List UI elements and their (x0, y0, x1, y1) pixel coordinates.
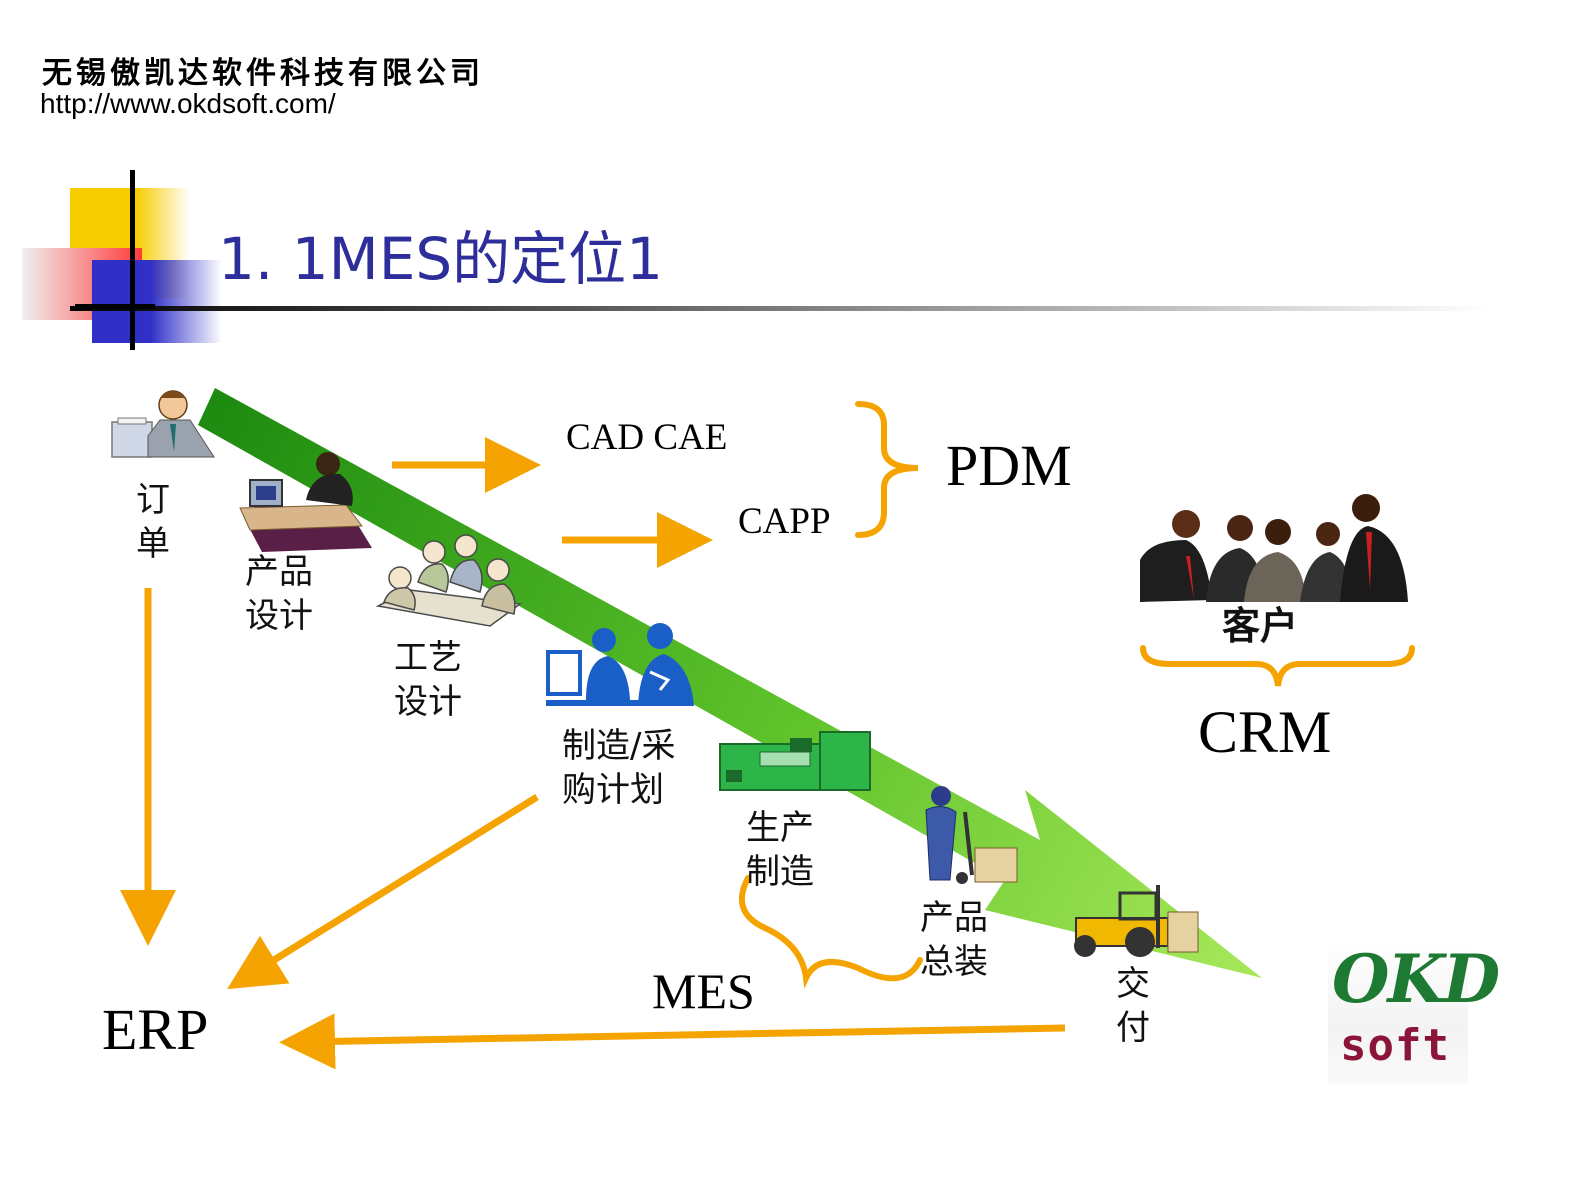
assembly-worker-icon (925, 786, 1018, 884)
slide-title: 1. 1MES的定位1 (218, 225, 664, 293)
pdm-brace (855, 401, 919, 538)
customers-group-icon (1140, 494, 1408, 602)
cad-cae-label: CAD CAE (566, 417, 728, 458)
erp-label: ERP (102, 997, 209, 1062)
arrow-delivery-to-erp (279, 1013, 1066, 1070)
product-designer-icon (239, 452, 372, 552)
order-clerk-icon (111, 390, 215, 458)
capp-label: CAPP (738, 501, 831, 542)
title-deco-horizontal-line (75, 304, 155, 309)
arrow-planning-to-erp (227, 794, 539, 990)
stage-assembly-label: 产品 总装 (920, 898, 988, 982)
logo-soft-text: soft (1340, 1020, 1450, 1071)
title-deco-vertical-line (130, 170, 135, 350)
mes-label: MES (652, 963, 755, 1019)
company-url: http://www.okdsoft.com/ (40, 88, 336, 119)
stage-planning-label: 制造/采 购计划 (562, 726, 676, 810)
planning-meeting-icon (546, 623, 694, 706)
stage-process-design-label: 工艺 设计 (394, 638, 462, 722)
pdm-label: PDM (946, 433, 1072, 498)
crm-label: CRM (1198, 699, 1332, 765)
stage-product-design-label: 产品 设计 (245, 552, 313, 636)
company-name: 无锡傲凯达软件科技有限公司 (42, 56, 484, 91)
crm-brace (1140, 645, 1415, 687)
delivery-forklift-icon (1074, 885, 1199, 957)
customer-label: 客户 (1222, 604, 1299, 648)
mes-brace (738, 875, 923, 989)
okd-soft-logo: OKD soft (1328, 940, 1500, 1085)
title-deco-blue-square (92, 260, 222, 343)
stage-delivery-label: 交 付 (1116, 964, 1150, 1048)
stage-order-label: 订 单 (136, 480, 170, 564)
production-machine-icon (719, 731, 871, 791)
process-design-team-icon (375, 534, 522, 627)
value-flow-arrow (198, 388, 1262, 978)
title-underline (70, 306, 1490, 311)
stage-production-label: 生产 制造 (746, 808, 814, 892)
logo-okd-text: OKD (1332, 940, 1500, 1018)
